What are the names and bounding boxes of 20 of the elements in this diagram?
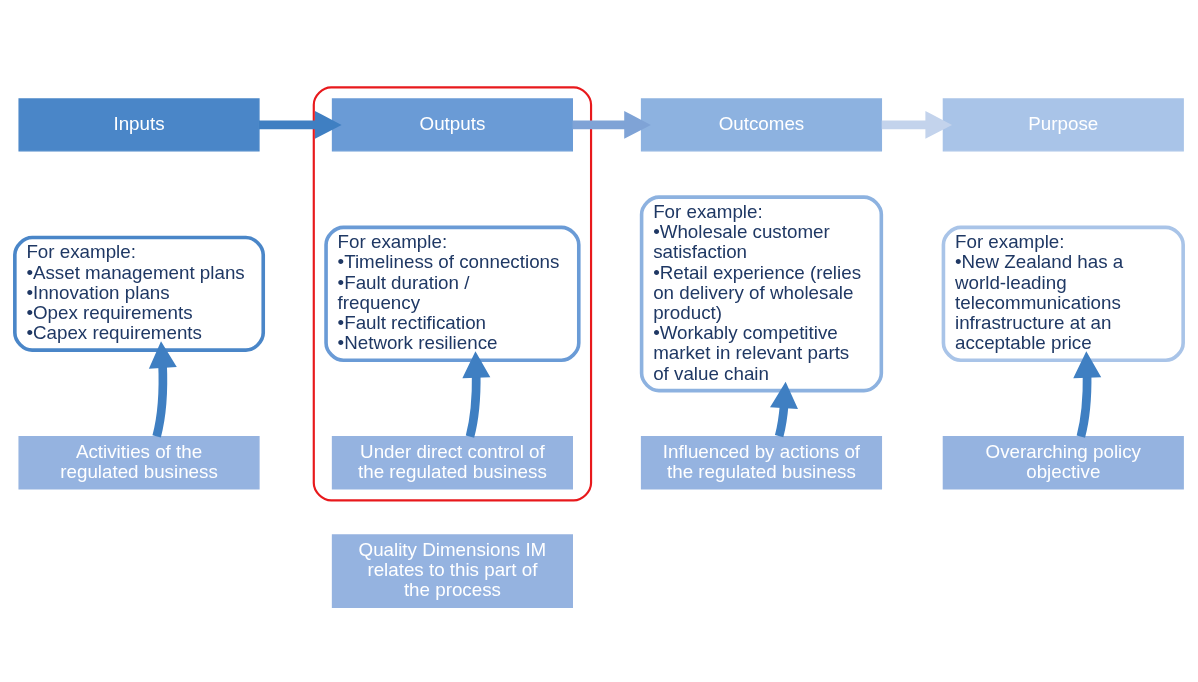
node-box: For example: •New Zealand has a world-leading telecommunications infrastructure at an acceptable price xyxy=(941,225,1185,362)
node-box: Inputs xyxy=(18,97,260,152)
arrow xyxy=(770,381,798,437)
node-box: Activities of the regulated business xyxy=(18,435,260,490)
arrow xyxy=(572,110,651,139)
arrow xyxy=(462,350,491,438)
node-box: Outputs xyxy=(331,97,573,152)
arrow xyxy=(881,110,953,139)
node-box: For example: •Asset management plans •Innovation plans •Opex requirements •Capex requirements xyxy=(13,235,266,352)
node-box: Quality Dimensions IM relates to this part of the process xyxy=(331,533,573,608)
node-box: Purpose xyxy=(942,97,1184,152)
node-box: Overarching policy objective xyxy=(942,435,1184,490)
node-box: For example: •Timeliness of connections •Fault duration / frequency •Fault rectification •Network resilience xyxy=(324,225,581,362)
node-box: For example: •Wholesale customer satisfaction •Retail experience (relies on delivery of wholesale product) •Workably competitive market in relevant parts of value chain xyxy=(639,194,884,392)
node-box: Under direct control of the regulated business xyxy=(331,435,573,490)
arrow xyxy=(1073,350,1102,438)
node-box: Outcomes xyxy=(640,97,883,152)
arrow xyxy=(148,340,177,437)
node-box: Influenced by actions of the regulated business xyxy=(640,435,883,490)
arrow xyxy=(259,110,342,139)
